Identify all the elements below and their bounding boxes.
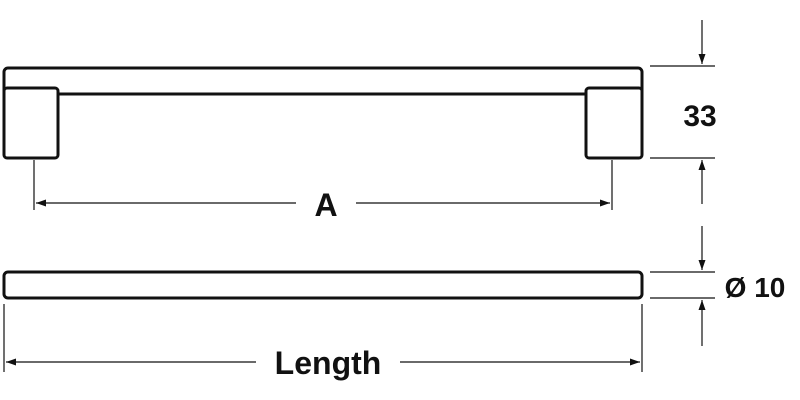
height-dimension: 33 bbox=[650, 20, 717, 204]
handle-bar bbox=[2, 66, 644, 96]
left-leg bbox=[2, 86, 60, 160]
center-distance-dimension: A bbox=[33, 160, 613, 223]
height-value: 33 bbox=[683, 100, 716, 133]
right-leg bbox=[584, 86, 644, 160]
handle-rod bbox=[2, 270, 644, 300]
diameter-dimension: Ø 10 bbox=[650, 226, 785, 346]
overall-length-label: Length bbox=[275, 345, 382, 381]
center-distance-label: A bbox=[314, 187, 337, 223]
side-view bbox=[2, 66, 644, 160]
top-view bbox=[2, 270, 644, 300]
diameter-value: Ø 10 bbox=[725, 272, 786, 303]
length-dimension: Length bbox=[3, 304, 643, 381]
